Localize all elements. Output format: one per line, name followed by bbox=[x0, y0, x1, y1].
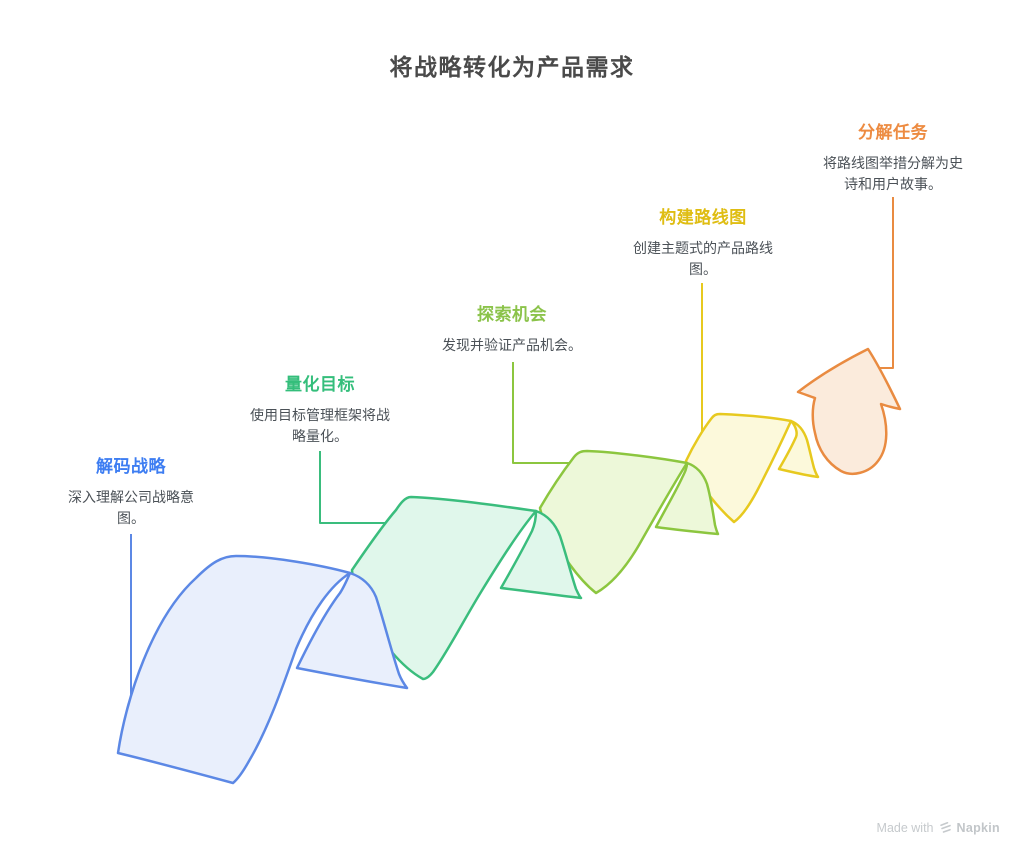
wave-fold-2 bbox=[499, 509, 583, 600]
watermark-brand: Napkin bbox=[956, 821, 1000, 835]
wave-step-3 bbox=[538, 449, 720, 595]
step-heading-2: 量化目标 bbox=[285, 375, 355, 394]
arrow-step-5 bbox=[796, 347, 902, 475]
wave-step-1 bbox=[116, 554, 409, 785]
napkin-logo-icon bbox=[939, 821, 952, 837]
step-label-2: 量化目标 使用目标管理框架将战略量化。 bbox=[245, 370, 395, 447]
connector-step-3 bbox=[512, 362, 572, 464]
step-heading-4: 构建路线图 bbox=[659, 208, 747, 227]
step-description-4: 创建主题式的产品路线图。 bbox=[633, 240, 773, 277]
wave-fold-3 bbox=[654, 461, 720, 536]
step-description-2: 使用目标管理框架将战略量化。 bbox=[250, 407, 390, 444]
wave-fold-1 bbox=[295, 571, 409, 690]
connector-step-2 bbox=[319, 451, 390, 524]
step-label-5: 分解任务 将路线图举措分解为史诗和用户故事。 bbox=[818, 118, 968, 195]
connector-step-5 bbox=[876, 197, 894, 369]
step-heading-1: 解码战略 bbox=[96, 457, 166, 476]
watermark: Made with Napkin bbox=[877, 820, 1000, 836]
step-label-1: 解码战略 深入理解公司战略意图。 bbox=[56, 452, 206, 529]
step-label-3: 探索机会 发现并验证产品机会。 bbox=[437, 300, 587, 356]
step-description-5: 将路线图举措分解为史诗和用户故事。 bbox=[823, 155, 963, 192]
wave-fold-4 bbox=[777, 419, 820, 479]
step-description-1: 深入理解公司战略意图。 bbox=[68, 489, 194, 526]
wave-band-1 bbox=[116, 554, 352, 785]
step-description-3: 发现并验证产品机会。 bbox=[442, 337, 582, 353]
step-heading-5: 分解任务 bbox=[858, 123, 928, 142]
step-label-4: 构建路线图 创建主题式的产品路线图。 bbox=[628, 203, 778, 280]
watermark-made-with: Made with bbox=[876, 821, 934, 835]
page-title: 将战略转化为产品需求 bbox=[389, 54, 635, 80]
step-heading-3: 探索机会 bbox=[477, 305, 547, 324]
